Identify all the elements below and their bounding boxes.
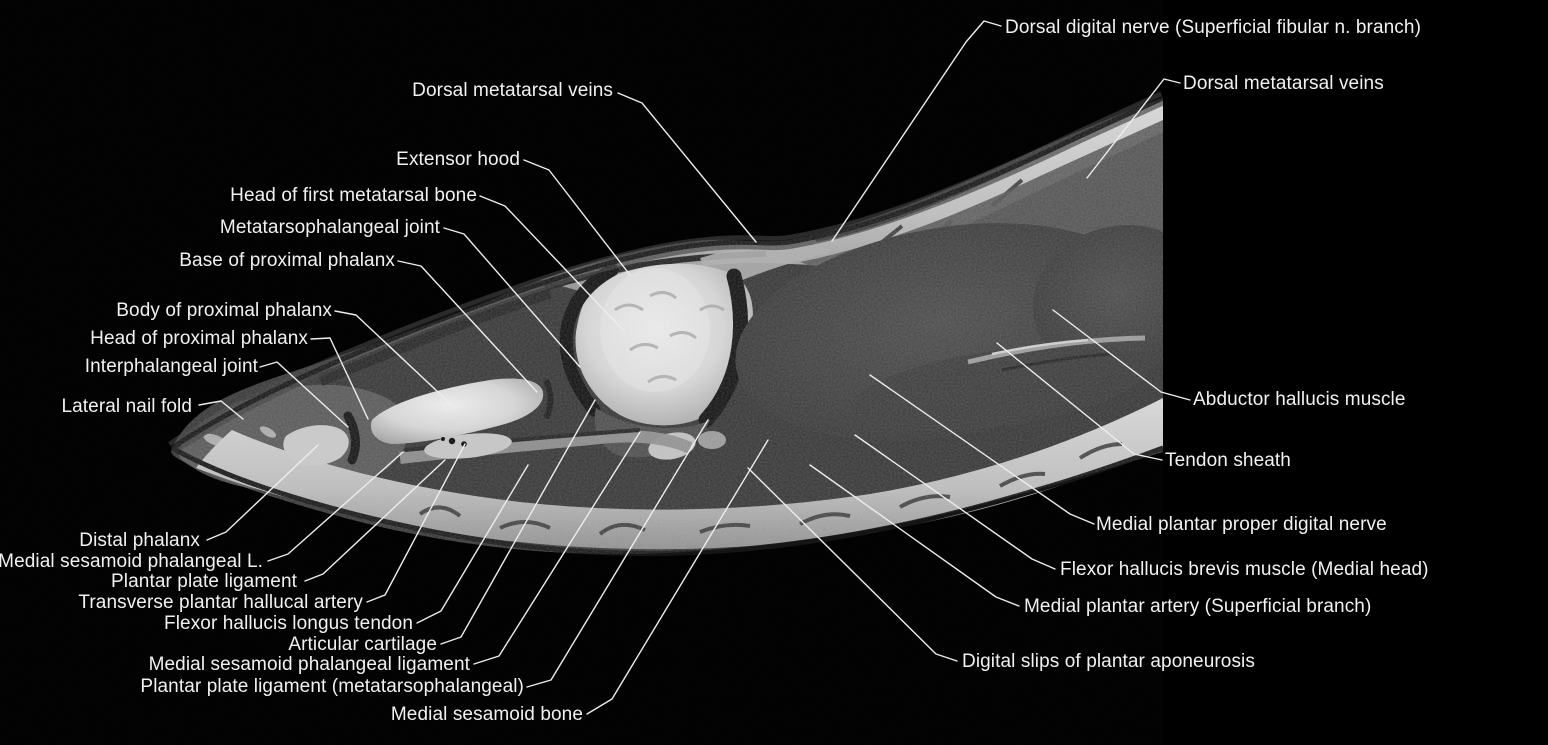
label-head-of-proximal-phalanx: Head of proximal phalanx (90, 328, 308, 349)
leader-line-flexor-hallucis-brevis-muscle-medial-head (854, 434, 1056, 570)
label-plantar-plate-ligament-metatarsophalangeal: Plantar plate ligament (metatarsophalang… (140, 676, 524, 697)
leader-line-flexor-hallucis-longus-tendon (416, 464, 529, 624)
leader-line-base-of-proximal-phalanx (397, 260, 538, 393)
leader-line-distal-phalanx (206, 444, 319, 541)
label-plantar-plate-ligament: Plantar plate ligament (111, 571, 297, 592)
leader-line-interphalangeal-joint (259, 361, 349, 428)
leader-line-tendon-sheath (996, 342, 1163, 461)
leader-line-head-of-first-metatarsal-bone (479, 195, 624, 331)
leader-line-dorsal-digital-nerve (831, 20, 1002, 242)
label-body-of-proximal-phalanx: Body of proximal phalanx (116, 300, 332, 321)
label-dorsal-metatarsal-veins-left: Dorsal metatarsal veins (412, 80, 613, 101)
label-head-of-first-metatarsal-bone: Head of first metatarsal bone (230, 185, 477, 206)
leader-line-transverse-plantar-hallucal-artery (366, 443, 466, 603)
label-extensor-hood: Extensor hood (396, 149, 520, 170)
label-medial-sesamoid-phalangeal-l: Medial sesamoid phalangeal L. (0, 551, 263, 572)
leader-line-digital-slips-of-plantar-aponeurosis (747, 467, 958, 662)
mri-grain-overlay (171, 98, 1163, 555)
label-medial-sesamoid-phalangeal-ligament: Medial sesamoid phalangeal ligament (148, 654, 470, 675)
label-digital-slips-of-plantar-aponeurosis: Digital slips of plantar aponeurosis (962, 651, 1255, 672)
label-flexor-hallucis-longus-tendon: Flexor hallucis longus tendon (164, 613, 413, 634)
leader-line-plantar-plate-ligament (304, 459, 446, 582)
label-metatarsophalangeal-joint: Metatarsophalangeal joint (219, 217, 440, 238)
label-dorsal-metatarsal-veins-right: Dorsal metatarsal veins (1183, 73, 1384, 94)
label-medial-sesamoid-bone: Medial sesamoid bone (390, 704, 583, 725)
leader-line-medial-sesamoid-phalangeal-ligament (473, 431, 641, 665)
label-abductor-hallucis-muscle: Abductor hallucis muscle (1193, 389, 1406, 410)
label-medial-plantar-proper-digital-nerve: Medial plantar proper digital nerve (1096, 514, 1387, 535)
leader-line-medial-sesamoid-phalangeal-l (267, 451, 404, 562)
leader-line-medial-plantar-proper-digital-nerve (869, 374, 1095, 525)
label-lateral-nail-fold: Lateral nail fold (61, 396, 192, 417)
leader-line-lateral-nail-fold (198, 400, 244, 420)
leader-line-articular-cartilage (440, 399, 596, 645)
label-tendon-sheath: Tendon sheath (1165, 450, 1291, 471)
label-distal-phalanx: Distal phalanx (79, 530, 200, 551)
label-articular-cartilage: Articular cartilage (288, 634, 437, 655)
label-interphalangeal-joint: Interphalangeal joint (84, 356, 258, 377)
leader-line-abductor-hallucis-muscle (1052, 309, 1191, 401)
label-base-of-proximal-phalanx: Base of proximal phalanx (179, 250, 395, 271)
leader-line-dorsal-metatarsal-veins-right (1086, 78, 1181, 179)
label-dorsal-digital-nerve: Dorsal digital nerve (Superficial fibula… (1005, 17, 1422, 38)
leader-line-dorsal-metatarsal-veins-left (617, 92, 757, 243)
leader-line-medial-sesamoid-bone (586, 439, 769, 715)
leader-line-metatarsophalangeal-joint (443, 227, 581, 368)
leader-line-head-of-proximal-phalanx (310, 337, 369, 420)
foot-sagittal-mri (0, 0, 1163, 745)
leader-line-plantar-plate-ligament-metatarsophalangeal (526, 419, 709, 688)
label-medial-plantar-artery-superficial-branch: Medial plantar artery (Superficial branc… (1024, 596, 1372, 617)
leader-line-medial-plantar-artery-superficial-branch (809, 464, 1020, 607)
leader-line-extensor-hood (523, 159, 631, 276)
leader-lines (198, 20, 1191, 715)
label-transverse-plantar-hallucal-artery: Transverse plantar hallucal artery (78, 592, 363, 613)
leader-line-body-of-proximal-phalanx (334, 310, 456, 409)
label-flexor-hallucis-brevis-muscle-medial-head: Flexor hallucis brevis muscle (Medial he… (1060, 559, 1429, 580)
